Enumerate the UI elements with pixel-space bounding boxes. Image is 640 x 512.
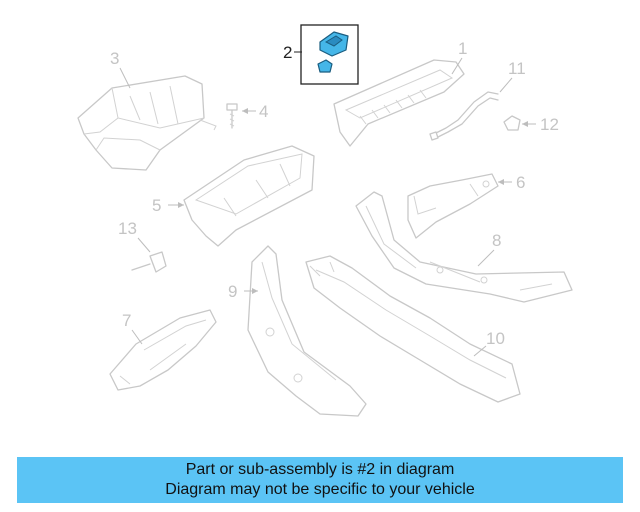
arrow-9 xyxy=(252,288,258,294)
part-9-duct xyxy=(247,245,367,417)
part-5-center-duct xyxy=(183,145,315,247)
callout-13: 13 xyxy=(118,219,137,238)
leader-11 xyxy=(499,77,513,93)
arrow-12 xyxy=(522,121,528,127)
part-7-duct xyxy=(109,309,217,391)
part-4-bolt xyxy=(226,103,238,129)
part-8-duct xyxy=(355,191,573,303)
part-13-sensor xyxy=(131,251,167,273)
arrow-5 xyxy=(178,202,184,208)
callout-5: 5 xyxy=(152,196,161,215)
callout-2: 2 xyxy=(283,43,292,62)
callout-3: 3 xyxy=(110,49,119,68)
part-2-actuator[interactable] xyxy=(317,31,349,73)
banner-line-2: Diagram may not be specific to your vehi… xyxy=(165,481,475,498)
callout-10: 10 xyxy=(486,329,505,348)
arrow-6 xyxy=(498,179,504,185)
callout-12: 12 xyxy=(540,115,559,134)
callout-1: 1 xyxy=(458,39,467,58)
callout-9: 9 xyxy=(228,282,237,301)
callout-7: 7 xyxy=(122,311,131,330)
part-12-clip xyxy=(503,115,521,131)
leader-10 xyxy=(473,345,487,357)
banner-line-1: Part or sub-assembly is #2 in diagram xyxy=(185,461,455,478)
leader-1 xyxy=(451,57,463,75)
leader-8 xyxy=(477,249,495,267)
callout-11: 11 xyxy=(508,59,526,78)
part-1-filter-duct xyxy=(333,59,465,147)
part-6-bracket xyxy=(407,173,499,239)
callout-6: 6 xyxy=(516,173,525,192)
leader-3 xyxy=(119,67,131,89)
part-11-hose xyxy=(429,91,499,141)
callout-8: 8 xyxy=(492,231,501,250)
parts-diagram: 3 4 2 1 11 12 5 xyxy=(77,24,573,417)
info-banner: Part or sub-assembly is #2 in diagram Di… xyxy=(17,457,623,503)
part-3-duct-housing xyxy=(77,75,217,171)
leader-7 xyxy=(131,329,143,345)
leader-13 xyxy=(137,237,151,253)
part-10-duct xyxy=(305,255,521,403)
callout-4: 4 xyxy=(259,102,268,121)
arrow-4 xyxy=(242,108,248,114)
